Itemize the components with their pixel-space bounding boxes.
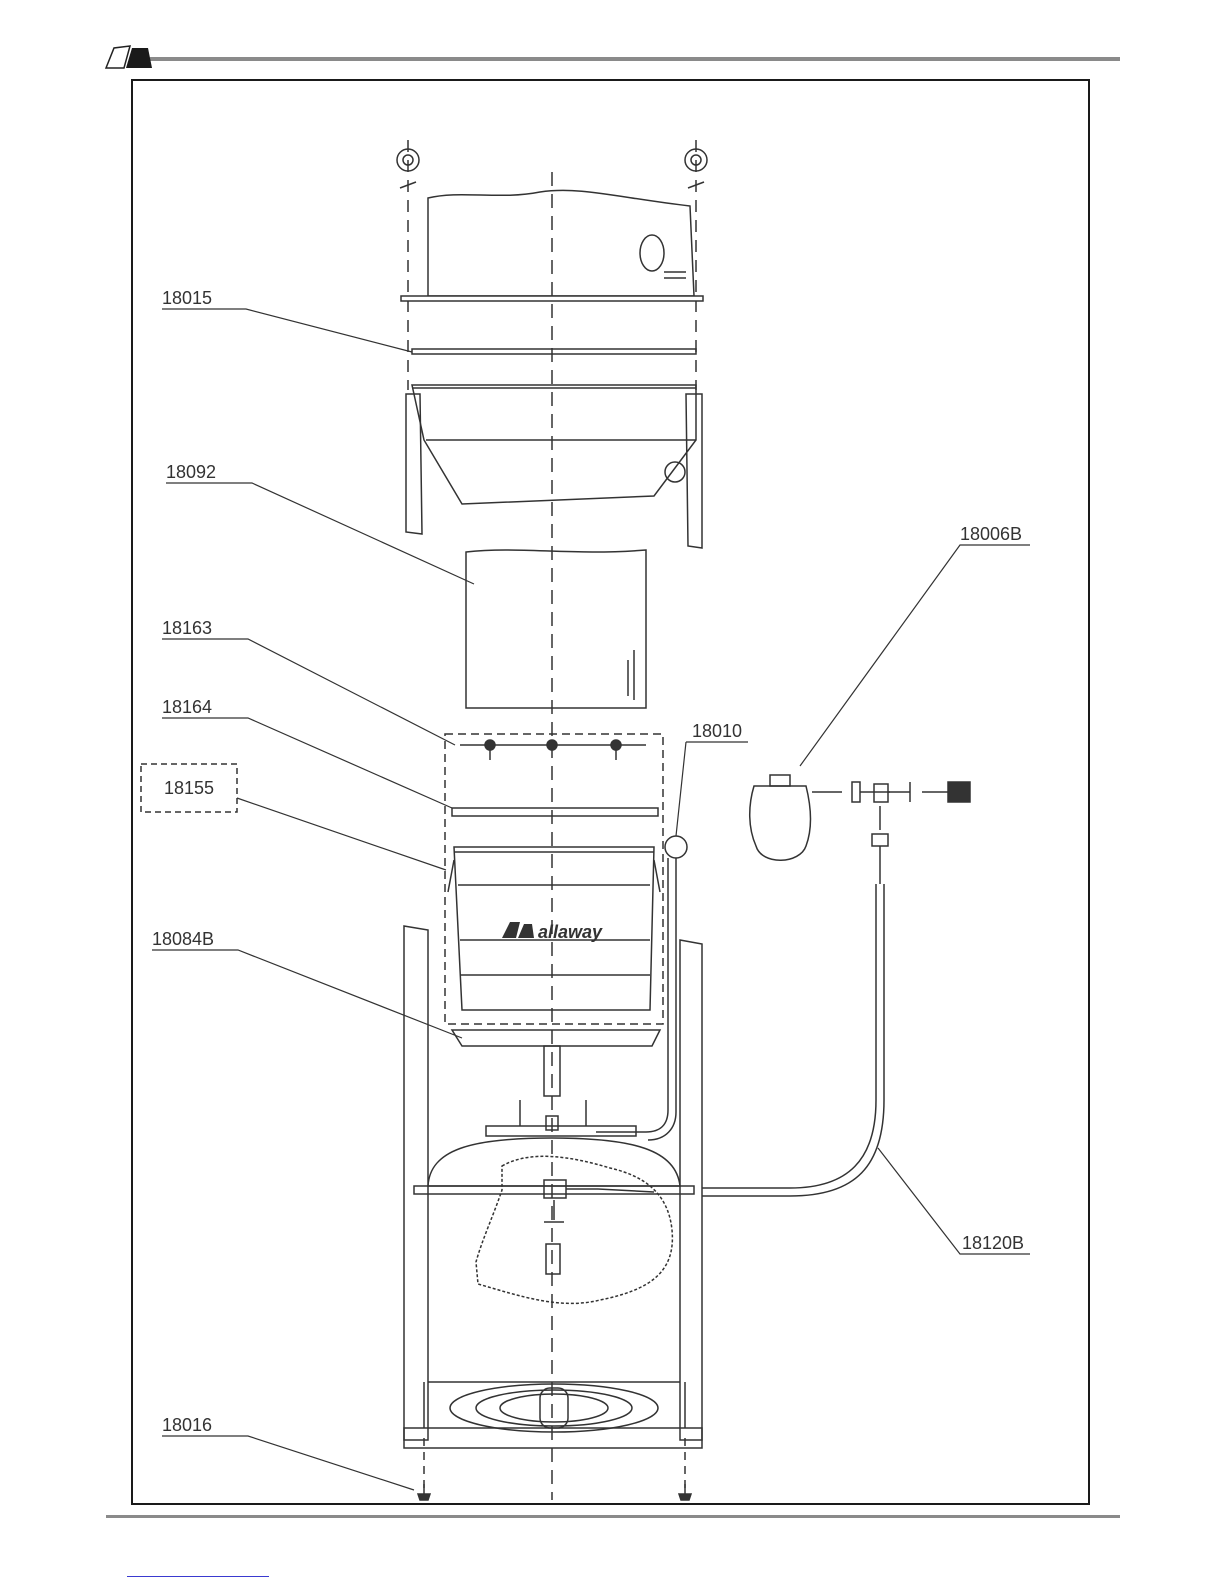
callout-18010: 18010 (692, 721, 742, 741)
gasket-18015 (412, 349, 696, 354)
frame-left-post (404, 926, 428, 1440)
filter-bag-18092 (466, 550, 646, 708)
filter-retainer-18163 (460, 740, 646, 760)
base-plate-18084B (452, 1030, 660, 1046)
cartridge-body-18006B (750, 786, 811, 860)
float-ball-18010 (665, 836, 687, 858)
valve-body (544, 1180, 566, 1198)
callout-18163: 18163 (162, 618, 212, 638)
upper-canister-right-bracket (686, 394, 702, 548)
filter-kit-box (445, 734, 663, 1024)
callout-18084B: 18084B (152, 929, 214, 949)
brand-text: allaway (538, 922, 603, 942)
brand-flag-icon (502, 922, 534, 938)
switch-knob-icon (640, 235, 686, 278)
callout-18164: 18164 (162, 697, 212, 717)
quick-connector (948, 782, 970, 802)
callout-18006B: 18006B (960, 524, 1022, 544)
callout-18015: 18015 (162, 288, 212, 308)
foot-left-icon (418, 1484, 430, 1500)
frame-right-post (680, 940, 702, 1440)
motor-fan-cage (450, 1384, 658, 1432)
cutaway-section (476, 1156, 672, 1303)
motor-head (428, 190, 694, 296)
lower-connector (546, 1244, 560, 1274)
brand-mark: allaway (502, 922, 603, 942)
float-tube (596, 858, 668, 1132)
bottom-base (404, 1428, 702, 1448)
foot-right-icon (679, 1484, 691, 1500)
hose-18120B (702, 884, 876, 1188)
upper-canister-left-bracket (406, 394, 422, 534)
callout-18092: 18092 (166, 462, 216, 482)
tee-fitting (874, 784, 888, 802)
upper-canister (412, 385, 696, 504)
motor-head-flange (401, 296, 703, 301)
upper-latch-icon (665, 462, 685, 482)
manifold-bar (486, 1126, 636, 1136)
callout-18155: 18155 (164, 778, 214, 798)
callout-18120B: 18120B (962, 1233, 1024, 1253)
filter-plate-18164 (452, 808, 658, 816)
leader-lines (152, 309, 1030, 1490)
callout-18016: 18016 (162, 1415, 212, 1435)
power-unit-dome (428, 1138, 680, 1186)
